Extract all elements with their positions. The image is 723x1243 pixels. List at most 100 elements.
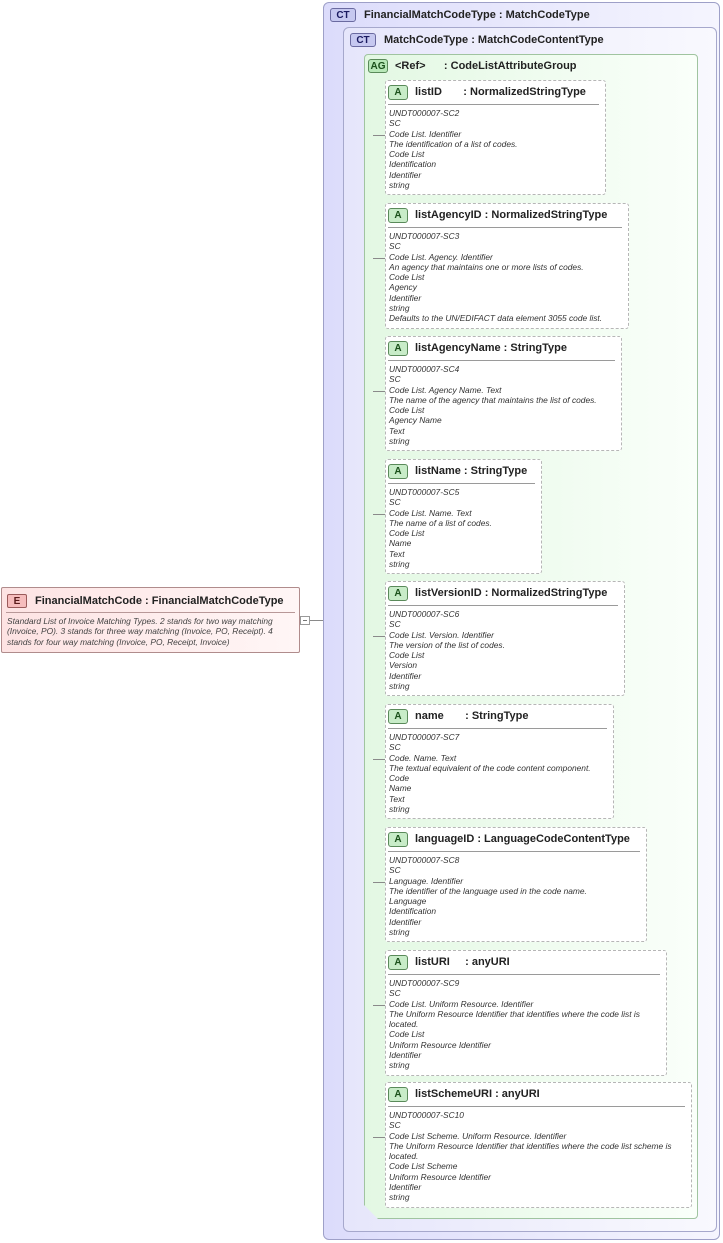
doc-line: Code List	[389, 650, 425, 661]
doc-line: Identifier	[389, 1182, 422, 1193]
doc-line: string	[389, 1060, 410, 1071]
attribute-badge: A	[388, 207, 408, 223]
doc-line: Uniform Resource Identifier	[389, 1171, 491, 1182]
doc-line: Identifier	[389, 169, 422, 180]
doc-line: Text	[389, 793, 405, 804]
connector-line	[373, 759, 385, 760]
connector-line	[373, 514, 385, 515]
doc-line: SC	[389, 374, 401, 385]
element-documentation: Standard List of Invoice Matching Types.…	[7, 616, 273, 647]
doc-line: SC	[389, 619, 401, 630]
doc-line: string	[389, 303, 410, 314]
attribute-name: listURI : anyURI	[415, 956, 510, 968]
doc-line: Code List. Uniform Resource. Identifier	[389, 998, 534, 1009]
doc-line: UNDT000007-SC7	[389, 732, 460, 742]
attribute-badge: A	[388, 463, 408, 479]
complex-type-badge: CT	[350, 33, 376, 47]
doc-line: string	[389, 180, 410, 191]
doc-line: SC	[389, 865, 401, 876]
doc-line: UNDT000007-SC3	[389, 231, 460, 241]
attribute-badge: A	[388, 1086, 408, 1102]
connector-line	[373, 1137, 385, 1138]
element-badge: E	[7, 594, 27, 608]
doc-line: UNDT000007-SC2	[389, 108, 460, 118]
divider	[388, 1106, 685, 1107]
doc-line: SC	[389, 1120, 401, 1131]
connector-line	[373, 882, 385, 883]
doc-line: The name of a list of codes.	[389, 517, 492, 528]
attribute-badge: A	[388, 708, 408, 724]
connector-line	[373, 258, 385, 259]
attribute-name: listVersionID : NormalizedStringType	[415, 587, 608, 599]
doc-line: Code List Scheme	[389, 1161, 458, 1172]
doc-line: Defaults to the UN/EDIFACT data element …	[389, 313, 603, 324]
connector-line	[373, 135, 385, 136]
doc-line: string	[389, 681, 410, 692]
doc-line: Code List Scheme. Uniform Resource. Iden…	[389, 1130, 567, 1141]
doc-line: UNDT000007-SC8	[389, 855, 460, 865]
doc-line: Code List	[389, 272, 425, 283]
doc-line: UNDT000007-SC4	[389, 364, 460, 374]
doc-line: Code List. Version. Identifier	[389, 629, 494, 640]
attribute-badge: A	[388, 831, 408, 847]
doc-line: Language	[389, 896, 427, 907]
doc-line: SC	[389, 988, 401, 999]
doc-line: Code List. Identifier	[389, 128, 462, 139]
element-financial-match-code[interactable]: E FinancialMatchCode : FinancialMatchCod…	[1, 587, 300, 653]
doc-line: Agency Name	[389, 415, 442, 426]
doc-line: Version	[389, 660, 418, 671]
collapse-toggle[interactable]	[300, 616, 310, 625]
doc-line: Code List	[389, 405, 425, 416]
doc-line: An agency that maintains one or more lis…	[389, 261, 584, 272]
doc-line: Code List. Name. Text	[389, 507, 472, 518]
attribute-group-header: AG <Ref> : CodeListAttributeGroup	[368, 57, 577, 75]
attribute-name: listAgencyID : NormalizedStringType	[415, 209, 608, 221]
attribute-name: name : StringType	[415, 710, 529, 722]
doc-line: The identifier of the language used in t…	[389, 885, 587, 896]
doc-line: string	[389, 436, 410, 447]
divider	[6, 612, 295, 613]
connector-line	[310, 620, 324, 621]
attribute-badge: A	[388, 84, 408, 100]
doc-line: The Uniform Resource Identifier that ide…	[389, 1008, 640, 1030]
doc-line: Identification	[389, 906, 437, 917]
element-title: FinancialMatchCode : FinancialMatchCodeT…	[35, 595, 284, 607]
complex-type-title: FinancialMatchCodeType : MatchCodeType	[364, 9, 590, 21]
doc-line: string	[389, 559, 410, 570]
doc-line: SC	[389, 742, 401, 753]
doc-line: Code List	[389, 1029, 425, 1040]
connector-line	[373, 1005, 385, 1006]
doc-line: UNDT000007-SC9	[389, 978, 460, 988]
doc-line: Code List. Agency Name. Text	[389, 384, 502, 395]
doc-line: Identifier	[389, 292, 422, 303]
attribute-name: languageID : LanguageCodeContentType	[415, 833, 630, 845]
divider	[388, 360, 615, 361]
doc-line: SC	[389, 118, 401, 129]
doc-line: Code List	[389, 149, 425, 160]
doc-line: The Uniform Resource Identifier that ide…	[389, 1140, 672, 1162]
